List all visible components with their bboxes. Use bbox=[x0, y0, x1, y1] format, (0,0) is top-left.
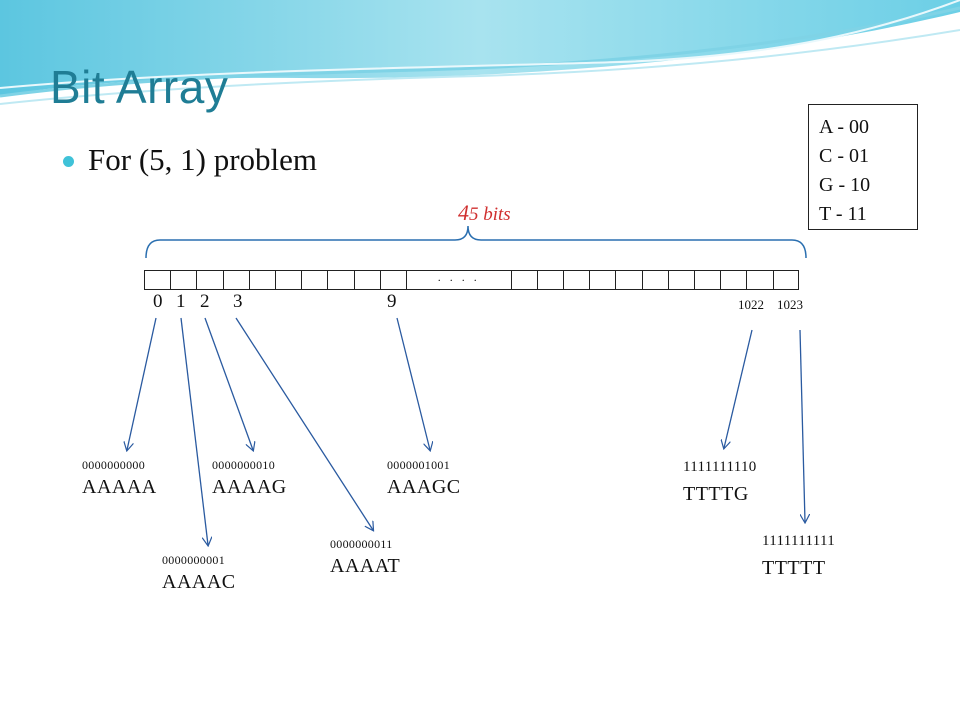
legend-item-c: C - 01 bbox=[819, 145, 869, 167]
arrow-1022 bbox=[724, 329, 753, 448]
binary-code-3: 0000000011 bbox=[330, 537, 393, 551]
index-label-1022: 1022 bbox=[738, 297, 764, 312]
bit-cell bbox=[693, 270, 721, 290]
sequence-1: AAAAC bbox=[162, 571, 236, 593]
bit-cell bbox=[196, 270, 223, 290]
header-wave-decoration bbox=[0, 0, 960, 105]
binary-code-9: 0000001001 bbox=[387, 458, 450, 472]
bit-cell bbox=[746, 270, 773, 290]
bit-array: . . . . bbox=[144, 270, 799, 290]
index-label-3: 3 bbox=[233, 291, 243, 312]
bits-exponent-base: 4 bbox=[458, 200, 469, 225]
bit-cell bbox=[589, 270, 616, 290]
bit-cell bbox=[144, 270, 171, 290]
sequence-1022: TTTTG bbox=[683, 483, 749, 505]
index-label-2: 2 bbox=[200, 291, 210, 312]
arrow-9 bbox=[396, 317, 430, 450]
bits-size-label: 45 bits bbox=[458, 200, 511, 226]
sequence-9: AAAGC bbox=[387, 476, 461, 498]
bit-cell bbox=[720, 270, 747, 290]
legend-item-a: A - 00 bbox=[819, 116, 869, 138]
binary-code-2: 0000000010 bbox=[212, 458, 275, 472]
bit-cell bbox=[379, 270, 406, 290]
bit-cell bbox=[510, 270, 537, 290]
bullet-text: For (5, 1) problem bbox=[88, 142, 318, 177]
bits-size-text: 5 bits bbox=[469, 204, 511, 225]
bit-cell bbox=[563, 270, 590, 290]
bullet-dot-icon bbox=[63, 156, 74, 167]
legend-item-t: T - 11 bbox=[819, 203, 867, 225]
arrow-1023 bbox=[799, 329, 805, 522]
bit-cell bbox=[274, 270, 302, 290]
index-label-1023: 1023 bbox=[777, 297, 803, 312]
binary-code-1022: 1111111110 bbox=[683, 459, 757, 475]
bit-cell bbox=[615, 270, 642, 290]
bit-cell bbox=[772, 270, 799, 290]
sequence-3: AAAAT bbox=[330, 555, 401, 577]
bit-array-ellipsis: . . . . bbox=[405, 270, 511, 290]
index-label-1: 1 bbox=[176, 291, 186, 312]
bit-cell bbox=[327, 270, 354, 290]
bit-cell bbox=[222, 270, 249, 290]
arrow-1 bbox=[180, 317, 208, 545]
arrow-2 bbox=[204, 317, 253, 450]
bits-brace bbox=[145, 225, 807, 259]
bit-cell bbox=[170, 270, 197, 290]
legend-item-g: G - 10 bbox=[819, 174, 871, 196]
bit-cell bbox=[248, 270, 275, 290]
slide-title: Bit Array bbox=[50, 61, 229, 113]
sequence-0: AAAAA bbox=[82, 476, 157, 498]
binary-code-1: 0000000001 bbox=[162, 553, 225, 567]
binary-code-0: 0000000000 bbox=[82, 458, 145, 472]
sequence-1023: TTTTT bbox=[762, 557, 826, 579]
bit-cell bbox=[353, 270, 380, 290]
sequence-2: AAAAG bbox=[212, 476, 287, 498]
index-label-0: 0 bbox=[153, 291, 163, 312]
binary-code-1023: 1111111111 bbox=[762, 533, 835, 549]
bit-cell bbox=[641, 270, 668, 290]
bit-cell bbox=[536, 270, 564, 290]
bit-cell bbox=[301, 270, 328, 290]
arrow-0 bbox=[127, 317, 157, 450]
arrow-3 bbox=[235, 317, 373, 530]
index-label-9: 9 bbox=[387, 291, 397, 312]
encoding-legend: A - 00 C - 01 G - 10 T - 11 bbox=[808, 104, 918, 230]
bit-cell bbox=[667, 270, 694, 290]
